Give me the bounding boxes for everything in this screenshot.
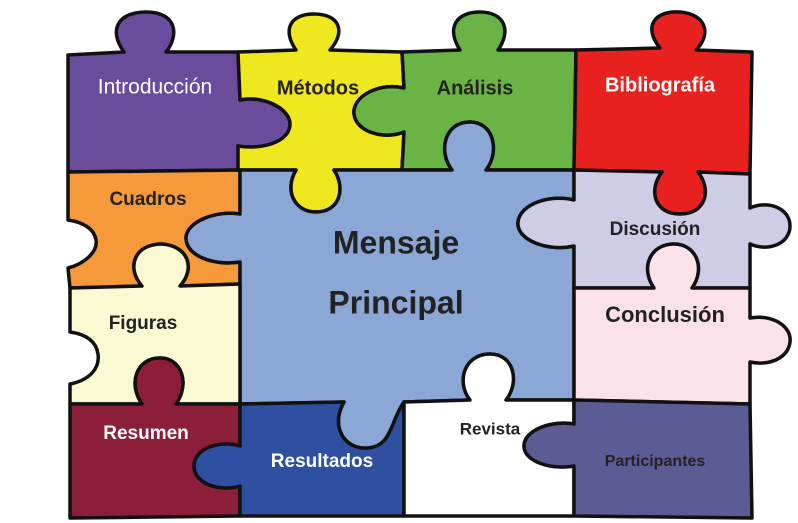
label-mensaje-line2: Principal	[328, 284, 463, 320]
label-introduccion: Introducción	[98, 76, 212, 99]
label-conclusion: Conclusión	[605, 302, 725, 327]
label-mensaje-line1: Mensaje	[333, 224, 459, 260]
piece-resultados	[192, 400, 406, 518]
label-participantes: Participantes	[605, 453, 706, 470]
label-figuras: Figuras	[109, 313, 178, 334]
label-analisis: Análisis	[437, 77, 514, 99]
label-resumen: Resumen	[103, 423, 189, 444]
label-metodos: Métodos	[277, 77, 359, 99]
label-cuadros: Cuadros	[109, 189, 186, 210]
piece-conclusion	[572, 242, 792, 406]
label-revista: Revista	[460, 419, 521, 438]
label-discusion: Discusión	[610, 219, 701, 240]
piece-participantes	[522, 398, 754, 520]
label-resultados: Resultados	[271, 451, 373, 472]
label-bibliografia: Bibliografía	[605, 74, 716, 96]
